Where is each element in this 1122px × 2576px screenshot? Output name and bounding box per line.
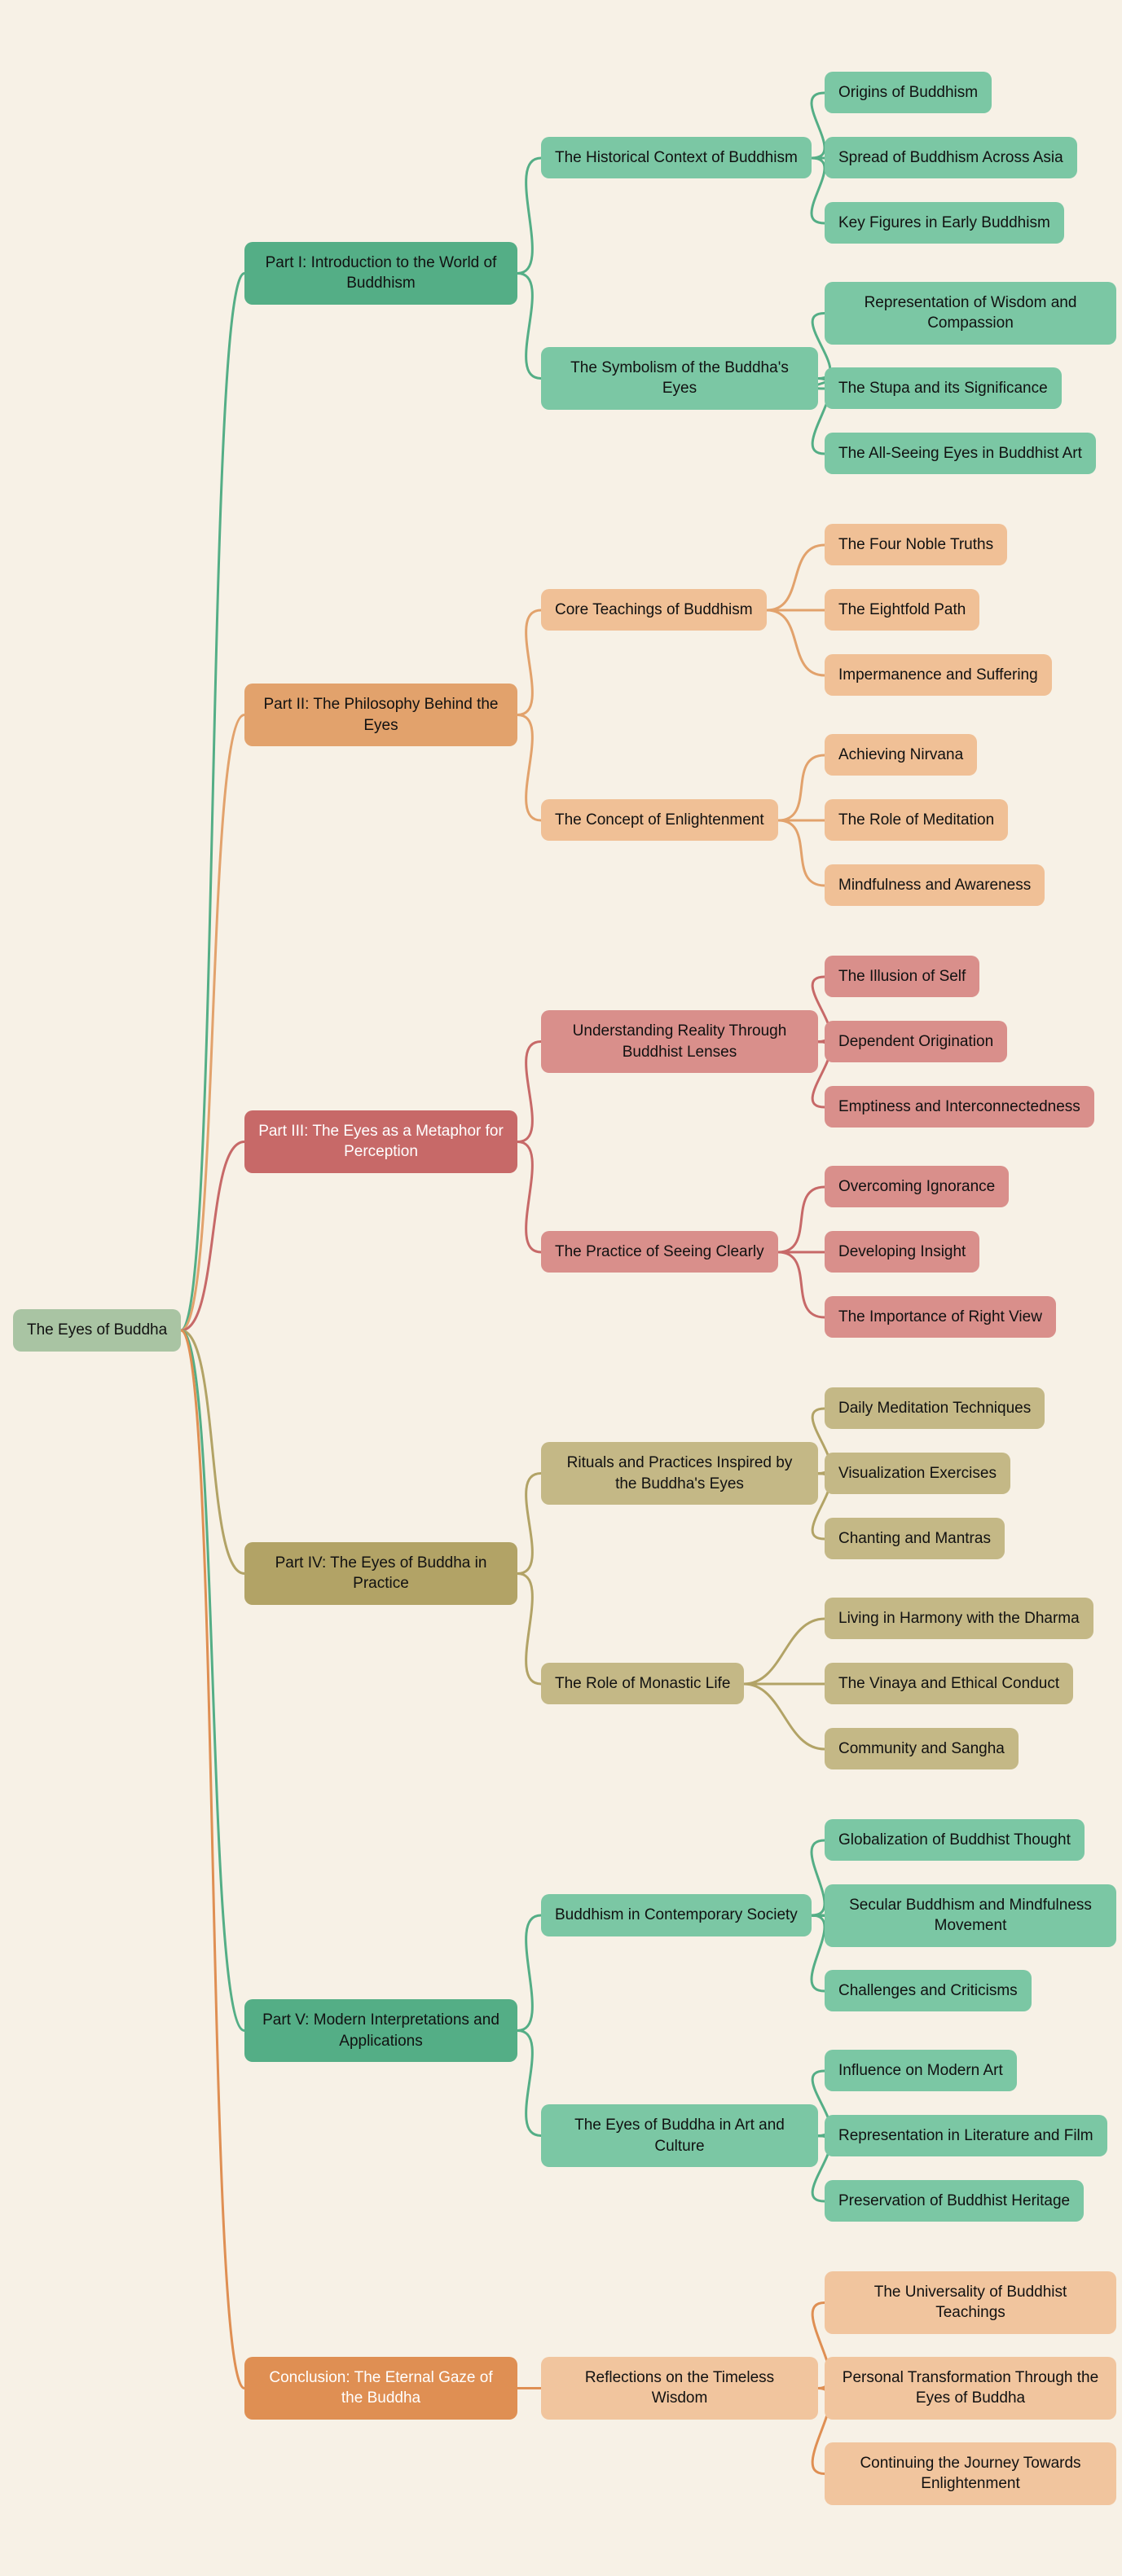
node-emptiness-and-interconnectedness[interactable]: Emptiness and Interconnectedness (825, 1085, 1094, 1128)
node-the-vinaya-and-ethical-conduct[interactable]: The Vinaya and Ethical Conduct (825, 1662, 1074, 1705)
connector-line (742, 1682, 826, 1751)
node-reflections-on-the-timeless-wisdom[interactable]: Reflections on the Timeless Wisdom (541, 2356, 818, 2420)
connector-line (777, 1185, 826, 1254)
connector-line (777, 819, 826, 887)
connector-line (516, 1572, 543, 1686)
connector-line (516, 1141, 543, 1254)
node-understanding-reality-through-buddhist-lenses[interactable]: Understanding Reality Through Buddhist L… (541, 1010, 818, 1074)
connector-line (179, 272, 246, 1332)
connector-line (516, 609, 543, 716)
node-the-eyes-of-buddha-in-art-and-culture[interactable]: The Eyes of Buddha in Art and Culture (541, 2104, 818, 2168)
node-impermanence-and-suffering[interactable]: Impermanence and Suffering (825, 653, 1052, 697)
node-part-i-introduction-to-the-world-of-buddhism[interactable]: Part I: Introduction to the World of Bud… (244, 241, 517, 305)
connector-line (516, 156, 543, 275)
node-chanting-and-mantras[interactable]: Chanting and Mantras (825, 1517, 1005, 1560)
node-part-v-modern-interpretations-and-applications[interactable]: Part V: Modern Interpretations and Appli… (244, 1999, 517, 2063)
connector-line (516, 1914, 543, 2032)
node-spread-of-buddhism-across-asia[interactable]: Spread of Buddhism Across Asia (825, 136, 1077, 179)
node-mindfulness-and-awareness[interactable]: Mindfulness and Awareness (825, 864, 1045, 907)
node-daily-meditation-techniques[interactable]: Daily Meditation Techniques (825, 1387, 1045, 1430)
connector-line (765, 609, 826, 677)
node-buddhism-in-contemporary-society[interactable]: Buddhism in Contemporary Society (541, 1894, 812, 1936)
connector-line (810, 1914, 826, 1993)
node-conclusion-the-eternal-gaze-of-the-buddha[interactable]: Conclusion: The Eternal Gaze of the Budd… (244, 2356, 517, 2420)
connector-line (516, 1472, 543, 1575)
node-achieving-nirvana[interactable]: Achieving Nirvana (825, 733, 978, 776)
node-the-eightfold-path[interactable]: The Eightfold Path (825, 588, 980, 631)
connector-line (810, 1839, 826, 1917)
connector-line (810, 156, 826, 225)
node-living-in-harmony-with-the-dharma[interactable]: Living in Harmony with the Dharma (825, 1597, 1093, 1640)
node-part-iv-the-eyes-of-buddha-in-practice[interactable]: Part IV: The Eyes of Buddha in Practice (244, 1541, 517, 1606)
node-the-eyes-of-buddha[interactable]: The Eyes of Buddha (13, 1309, 182, 1352)
node-the-practice-of-seeing-clearly[interactable]: The Practice of Seeing Clearly (541, 1230, 778, 1273)
connector-line (179, 1329, 246, 2032)
node-overcoming-ignorance[interactable]: Overcoming Ignorance (825, 1165, 1010, 1208)
node-key-figures-in-early-buddhism[interactable]: Key Figures in Early Buddhism (825, 201, 1064, 244)
node-the-role-of-monastic-life[interactable]: The Role of Monastic Life (541, 1662, 745, 1705)
node-influence-on-modern-art[interactable]: Influence on Modern Art (825, 2049, 1017, 2092)
node-globalization-of-buddhist-thought[interactable]: Globalization of Buddhist Thought (825, 1818, 1085, 1862)
node-personal-transformation-through-the-eyes-of-buddha[interactable]: Personal Transformation Through the Eyes… (825, 2356, 1116, 2420)
connector-line (516, 1040, 543, 1143)
connector-line (516, 2029, 543, 2137)
node-representation-of-wisdom-and-compassion[interactable]: Representation of Wisdom and Compassion (825, 281, 1116, 345)
connector-line (179, 1329, 246, 2389)
connector-line (179, 1329, 246, 1575)
connector-line (777, 754, 826, 822)
node-the-stupa-and-its-significance[interactable]: The Stupa and its Significance (825, 367, 1062, 410)
node-the-importance-of-right-view[interactable]: The Importance of Right View (825, 1295, 1056, 1339)
node-preservation-of-buddhist-heritage[interactable]: Preservation of Buddhist Heritage (825, 2179, 1085, 2222)
node-part-iii-the-eyes-as-a-metaphor-for-perception[interactable]: Part III: The Eyes as a Metaphor for Per… (244, 1110, 517, 1174)
node-secular-buddhism-and-mindfulness-movement[interactable]: Secular Buddhism and Mindfulness Movemen… (825, 1884, 1116, 1947)
node-representation-in-literature-and-film[interactable]: Representation in Literature and Film (825, 2114, 1107, 2157)
node-developing-insight[interactable]: Developing Insight (825, 1230, 980, 1273)
node-origins-of-buddhism[interactable]: Origins of Buddhism (825, 71, 992, 114)
connector-line (810, 91, 826, 160)
node-continuing-the-journey-towards-enlightenment[interactable]: Continuing the Journey Towards Enlighten… (825, 2442, 1116, 2505)
connector-line (742, 1617, 826, 1686)
node-the-all-seeing-eyes-in-buddhist-art[interactable]: The All-Seeing Eyes in Buddhist Art (825, 432, 1096, 475)
node-community-and-sangha[interactable]: Community and Sangha (825, 1727, 1019, 1770)
node-visualization-exercises[interactable]: Visualization Exercises (825, 1452, 1010, 1495)
node-the-concept-of-enlightenment[interactable]: The Concept of Enlightenment (541, 798, 778, 842)
connector-line (765, 543, 826, 612)
node-rituals-and-practices-inspired-by-the-buddha-s-eyes[interactable]: Rituals and Practices Inspired by the Bu… (541, 1442, 818, 1506)
connector-line (516, 714, 543, 822)
node-the-symbolism-of-the-buddha-s-eyes[interactable]: The Symbolism of the Buddha's Eyes (541, 346, 818, 410)
node-dependent-origination[interactable]: Dependent Origination (825, 1020, 1008, 1063)
connector-line (777, 1251, 826, 1319)
node-the-illusion-of-self[interactable]: The Illusion of Self (825, 955, 980, 998)
connector-line (516, 272, 543, 380)
node-the-historical-context-of-buddhism[interactable]: The Historical Context of Buddhism (541, 136, 812, 179)
connector-line (179, 714, 246, 1332)
connector-line (179, 1141, 246, 1332)
node-core-teachings-of-buddhism[interactable]: Core Teachings of Buddhism (541, 588, 767, 631)
node-the-universality-of-buddhist-teachings[interactable]: The Universality of Buddhist Teachings (825, 2270, 1116, 2334)
node-part-ii-the-philosophy-behind-the-eyes[interactable]: Part II: The Philosophy Behind the Eyes (244, 684, 517, 747)
node-the-four-noble-truths[interactable]: The Four Noble Truths (825, 523, 1008, 566)
node-challenges-and-criticisms[interactable]: Challenges and Criticisms (825, 1969, 1032, 2012)
node-the-role-of-meditation[interactable]: The Role of Meditation (825, 798, 1009, 842)
